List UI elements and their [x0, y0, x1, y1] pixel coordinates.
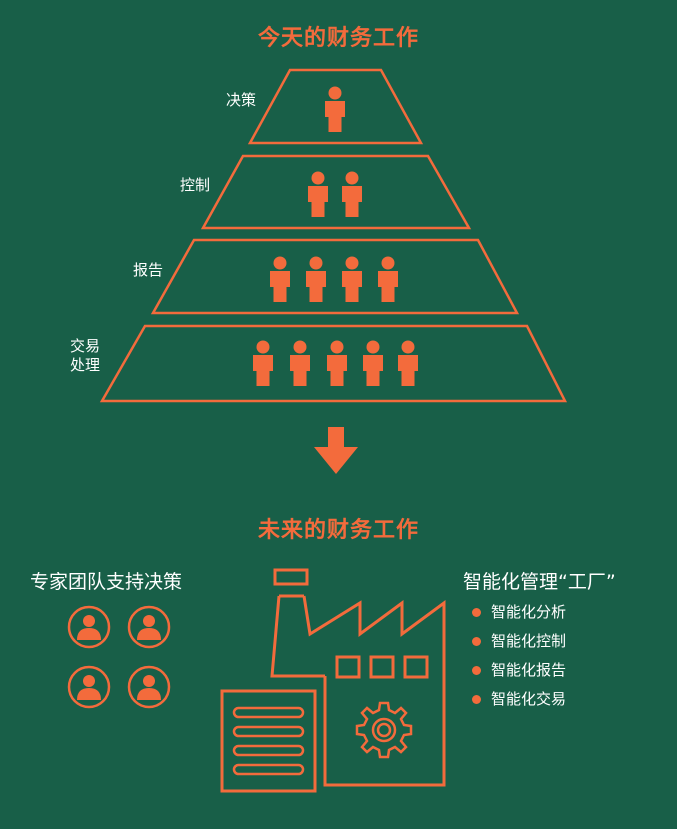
down-arrow-icon [314, 427, 358, 474]
expert-avatar-icon [67, 665, 111, 709]
gear-icon [355, 701, 413, 759]
top-title: 今天的财务工作 [257, 26, 419, 51]
smart-factory-title: 智能化管理“工厂” [463, 571, 616, 593]
list-item-label: 智能化分析 [491, 603, 567, 621]
pyramid-level-decision [247, 68, 424, 145]
list-item: 智能化交易 [472, 685, 566, 714]
person-icon [325, 86, 345, 132]
people-icons [253, 86, 418, 386]
factory-window [369, 655, 395, 679]
factory-window [403, 655, 429, 679]
list-item-label: 智能化控制 [491, 632, 567, 650]
expert-avatar-icon [127, 605, 171, 649]
expert-avatar-icon [67, 605, 111, 649]
list-item: 智能化控制 [472, 627, 566, 656]
list-item-label: 智能化交易 [491, 690, 567, 708]
list-item-label: 智能化报告 [491, 661, 567, 679]
expert-avatars [67, 605, 171, 709]
level-label-control: 控制 [179, 176, 210, 194]
pyramid-level-report [150, 238, 520, 315]
person-icon [342, 171, 362, 217]
level-label-decision: 决策 [225, 91, 256, 109]
smart-factory-list: 智能化分析 智能化控制 智能化报告 智能化交易 [472, 598, 566, 714]
bottom-title: 未来的财务工作 [257, 518, 419, 543]
pyramid-level-control [200, 154, 472, 230]
list-item: 智能化分析 [472, 598, 566, 627]
person-icon [306, 256, 326, 302]
expert-team-title: 专家团队支持决策 [30, 571, 183, 593]
factory-icon [270, 568, 446, 787]
bullet-dot-icon [472, 608, 481, 617]
person-icon [253, 340, 273, 386]
expert-avatar-icon [127, 665, 171, 709]
list-item: 智能化报告 [472, 656, 566, 685]
person-icon [342, 256, 362, 302]
document-icon [220, 689, 317, 793]
person-icon [327, 340, 347, 386]
pyramid-level-transaction [99, 324, 568, 403]
person-icon [398, 340, 418, 386]
person-icon [270, 256, 290, 302]
bullet-dot-icon [472, 695, 481, 704]
person-icon [308, 171, 328, 217]
bullet-dot-icon [472, 666, 481, 675]
bullet-dot-icon [472, 637, 481, 646]
factory-window [335, 655, 361, 679]
person-icon [378, 256, 398, 302]
level-label-transaction: 交易 处理 [69, 337, 100, 374]
pyramid [99, 68, 568, 403]
person-icon [363, 340, 383, 386]
level-label-report: 报告 [132, 261, 163, 279]
person-icon [290, 340, 310, 386]
